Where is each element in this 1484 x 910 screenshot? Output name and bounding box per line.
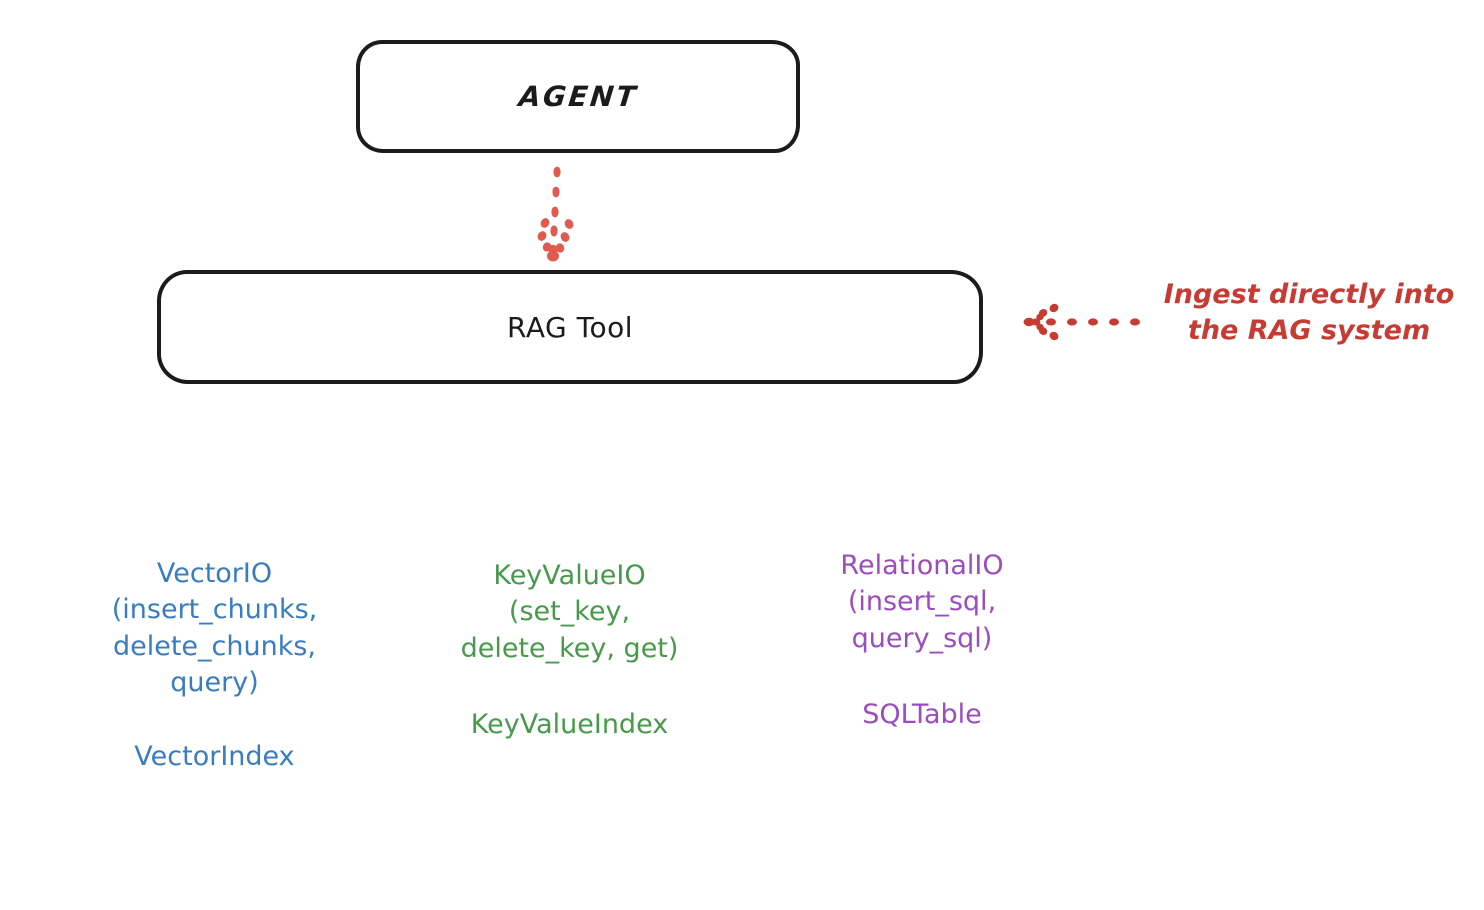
key-value-io-node[interactable]: KeyValueIO (set_key, delete_key, get) Ke…: [428, 450, 711, 856]
agent-to-rag-tool-connector: [537, 166, 574, 262]
rag-tool-node[interactable]: RAG Tool: [157, 270, 983, 384]
relational-io-index-label: SQLTable: [862, 699, 982, 731]
rag-tool-label: RAG Tool: [507, 310, 633, 344]
key-value-io-content: KeyValueIO (set_key, delete_key, get) Ke…: [461, 558, 679, 740]
vector-io-api-label: VectorIO (insert_chunks, delete_chunks, …: [111, 557, 318, 698]
relational-io-node[interactable]: RelationalIO (insert_sql, query_sql) SQL…: [785, 450, 1059, 852]
ingest-annotation-label: Ingest directly into the RAG system: [1163, 279, 1455, 346]
key-value-io-api-label: KeyValueIO (set_key, delete_key, get): [460, 559, 679, 664]
vector-io-index-label: VectorIndex: [134, 741, 295, 773]
ingest-to-rag-tool-connector: [1023, 303, 1140, 341]
vector-io-node[interactable]: VectorIO (insert_chunks, delete_chunks, …: [68, 450, 361, 866]
agent-label: AGENT: [516, 80, 640, 113]
key-value-io-index-label: KeyValueIndex: [470, 709, 669, 741]
agent-node[interactable]: AGENT: [356, 40, 800, 153]
relational-io-content: RelationalIO (insert_sql, query_sql) SQL…: [840, 548, 1003, 730]
relational-io-api-label: RelationalIO (insert_sql, query_sql): [840, 549, 1004, 654]
vector-io-content: VectorIO (insert_chunks, delete_chunks, …: [112, 556, 317, 773]
